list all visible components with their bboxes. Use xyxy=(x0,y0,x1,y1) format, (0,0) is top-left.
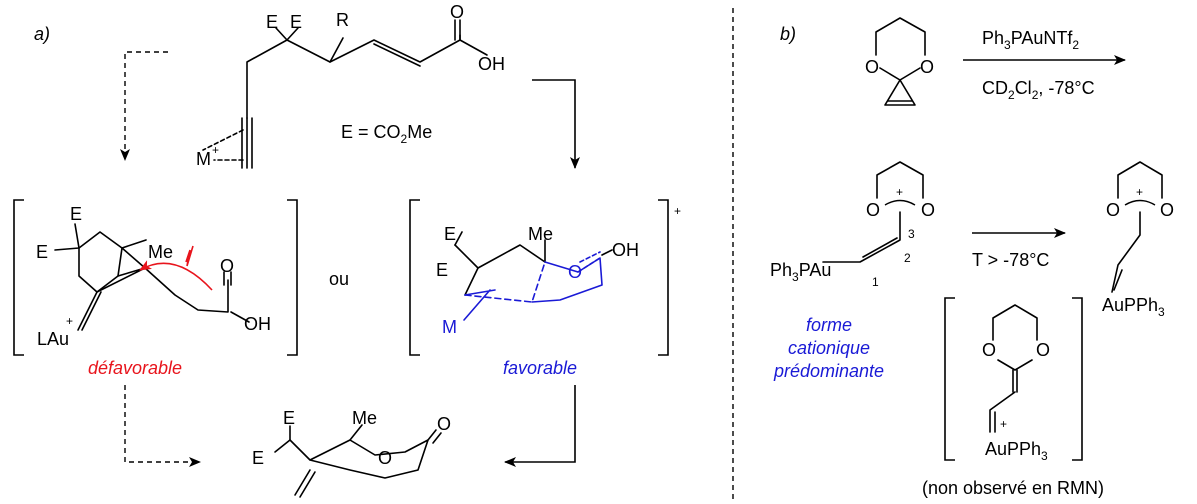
cation-o2: O xyxy=(921,200,935,220)
left-int-e1: E xyxy=(70,204,82,224)
product-me: Me xyxy=(352,408,377,428)
substrate-metal: M xyxy=(196,149,211,169)
position-1: 1 xyxy=(872,275,879,289)
panel-a-label: a) xyxy=(34,24,50,44)
substrate-molecule xyxy=(202,19,488,169)
disfavored-caption: défavorable xyxy=(88,358,182,378)
substrate-r: R xyxy=(336,10,349,30)
temperature-condition: T > -78°C xyxy=(972,250,1049,270)
left-int-me: Me xyxy=(148,242,173,262)
carbene-bracket-open xyxy=(944,297,955,461)
cation-caption-2: cationique xyxy=(788,338,870,358)
left-bracket-close xyxy=(287,199,298,356)
substrate-e1: E xyxy=(266,12,278,32)
favored-to-product-arrow xyxy=(504,385,576,467)
right-int-oh: OH xyxy=(612,240,639,260)
product-e1: E xyxy=(283,408,295,428)
left-bracket-open xyxy=(13,199,24,356)
favored-path-arrow xyxy=(532,79,580,169)
carbene-plus: + xyxy=(1000,417,1007,431)
left-int-charge: + xyxy=(66,314,73,328)
product-o-ring: O xyxy=(378,448,392,468)
cation-o1: O xyxy=(866,200,880,220)
carbene-o2: O xyxy=(1036,340,1050,360)
favored-intermediate xyxy=(454,231,613,321)
position-2: 2 xyxy=(904,251,911,265)
e-definition: E = CO2Me xyxy=(341,122,432,146)
lactone-product xyxy=(274,424,442,498)
product-b-o1: O xyxy=(1106,200,1120,220)
right-int-e1: E xyxy=(444,224,456,244)
substrate-oh: OH xyxy=(478,54,505,74)
right-int-e2: E xyxy=(436,260,448,280)
cation-caption-3: prédominante xyxy=(773,361,884,381)
substrate-e2: E xyxy=(290,12,302,32)
disfavored-intermediate xyxy=(54,223,250,331)
substrate-metal-charge: + xyxy=(212,143,219,157)
product-b-o2: O xyxy=(1160,200,1174,220)
solvent-label: CD2Cl2, -78°C xyxy=(982,78,1095,102)
left-int-o: O xyxy=(220,256,234,276)
blocked-mark xyxy=(185,245,194,267)
right-bracket-close xyxy=(658,199,669,356)
product-b-plus: + xyxy=(1136,185,1143,199)
carbene-o1: O xyxy=(982,340,996,360)
cation-ph3pau: Ph3PAu xyxy=(770,260,831,284)
panel-b-label: b) xyxy=(780,24,796,44)
not-observed-note: (non observé en RMN) xyxy=(922,478,1104,498)
left-int-oh: OH xyxy=(244,314,271,334)
cation-caption-1: forme xyxy=(806,315,852,335)
right-int-me: Me xyxy=(528,224,553,244)
product-e2: E xyxy=(252,448,264,468)
disfavored-path-arrow xyxy=(120,51,168,161)
right-int-charge: + xyxy=(674,204,681,218)
cyclopropene-ketal xyxy=(875,17,926,106)
left-int-lau: LAu xyxy=(37,329,69,349)
position-3: 3 xyxy=(908,227,915,241)
carbene-bracket-close xyxy=(1072,297,1083,461)
carbene-aupph3: AuPPh3 xyxy=(985,439,1048,463)
favored-caption: favorable xyxy=(503,358,577,378)
product-o-carbonyl: O xyxy=(437,414,451,434)
substrate-o: O xyxy=(450,2,464,22)
attack-arrow xyxy=(139,260,213,291)
gold-vinyl-cation xyxy=(822,161,924,263)
right-int-m: M xyxy=(442,317,457,337)
gold-carbene xyxy=(989,304,1038,433)
or-word: ou xyxy=(329,269,349,289)
reagent-o1: O xyxy=(865,57,879,77)
gold-allyl-product xyxy=(1111,161,1163,293)
product-b-aupph3: AuPPh3 xyxy=(1102,295,1165,319)
disfavored-to-product-arrow xyxy=(124,385,201,467)
right-bracket-open xyxy=(409,199,420,356)
cation-plus: + xyxy=(896,185,903,199)
left-int-e2: E xyxy=(36,242,48,262)
reagent-o2: O xyxy=(920,57,934,77)
right-int-o: O xyxy=(568,262,582,282)
catalyst-label: Ph3PAuNTf2 xyxy=(982,28,1079,52)
